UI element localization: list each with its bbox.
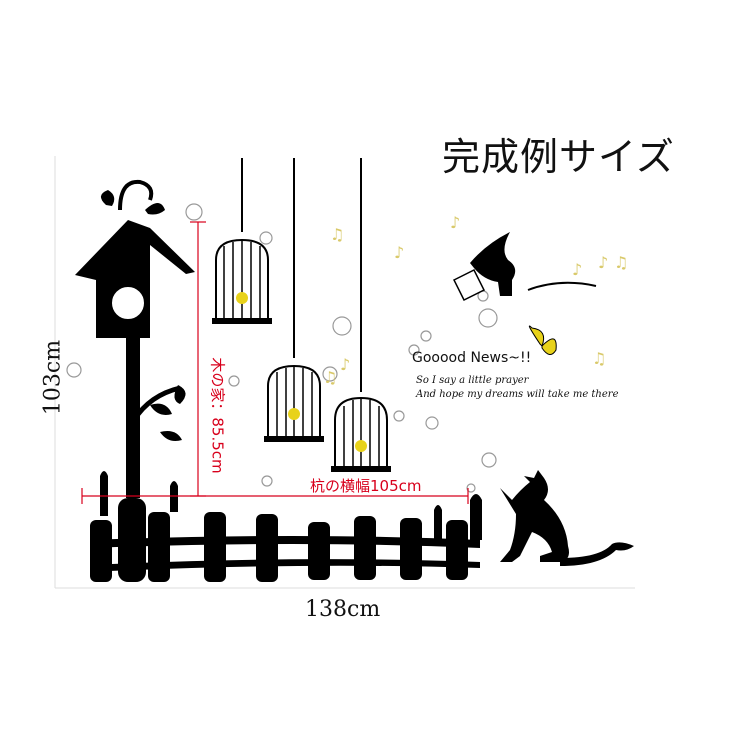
bubbles (66, 203, 498, 493)
message-line-1: So I say a little prayer (416, 375, 529, 386)
birdcage-right (331, 396, 391, 472)
svg-text:♪: ♪ (450, 213, 460, 232)
svg-text:♫: ♫ (592, 349, 606, 368)
svg-text:♪: ♪ (598, 253, 608, 272)
svg-text:♫: ♫ (614, 253, 628, 272)
birdcage-left (212, 238, 272, 324)
page-title: 完成例サイズ (442, 135, 675, 179)
svg-text:♫: ♫ (330, 225, 344, 244)
svg-text:♫: ♫ (323, 368, 337, 387)
measure-lines (81, 221, 469, 504)
house-height-label: 木の家：85.5cm (208, 357, 227, 474)
butterfly (528, 325, 557, 355)
width-dimension-label: 138cm (305, 597, 381, 622)
svg-text:♪: ♪ (394, 243, 404, 262)
svg-text:♪: ♪ (572, 260, 582, 279)
svg-text:♪: ♪ (340, 355, 350, 374)
height-dimension-label: 103cm (40, 339, 66, 416)
fence (90, 471, 482, 582)
message-line-2: And hope my dreams will take me there (416, 389, 619, 400)
flying-bird (452, 232, 597, 302)
size-guide (54, 156, 635, 589)
birdcage-middle (264, 364, 324, 442)
post-width-label: 杭の横幅105cm (310, 477, 422, 495)
cage-strings (241, 158, 362, 392)
birdhouse (75, 179, 195, 582)
message-headline: Gooood News~!! (412, 350, 532, 366)
cat-silhouette (500, 470, 634, 566)
music-notes: ♫ ♪ ♪ ♪ ♪ ♫ ♫ ♪ ♫ (323, 213, 628, 387)
